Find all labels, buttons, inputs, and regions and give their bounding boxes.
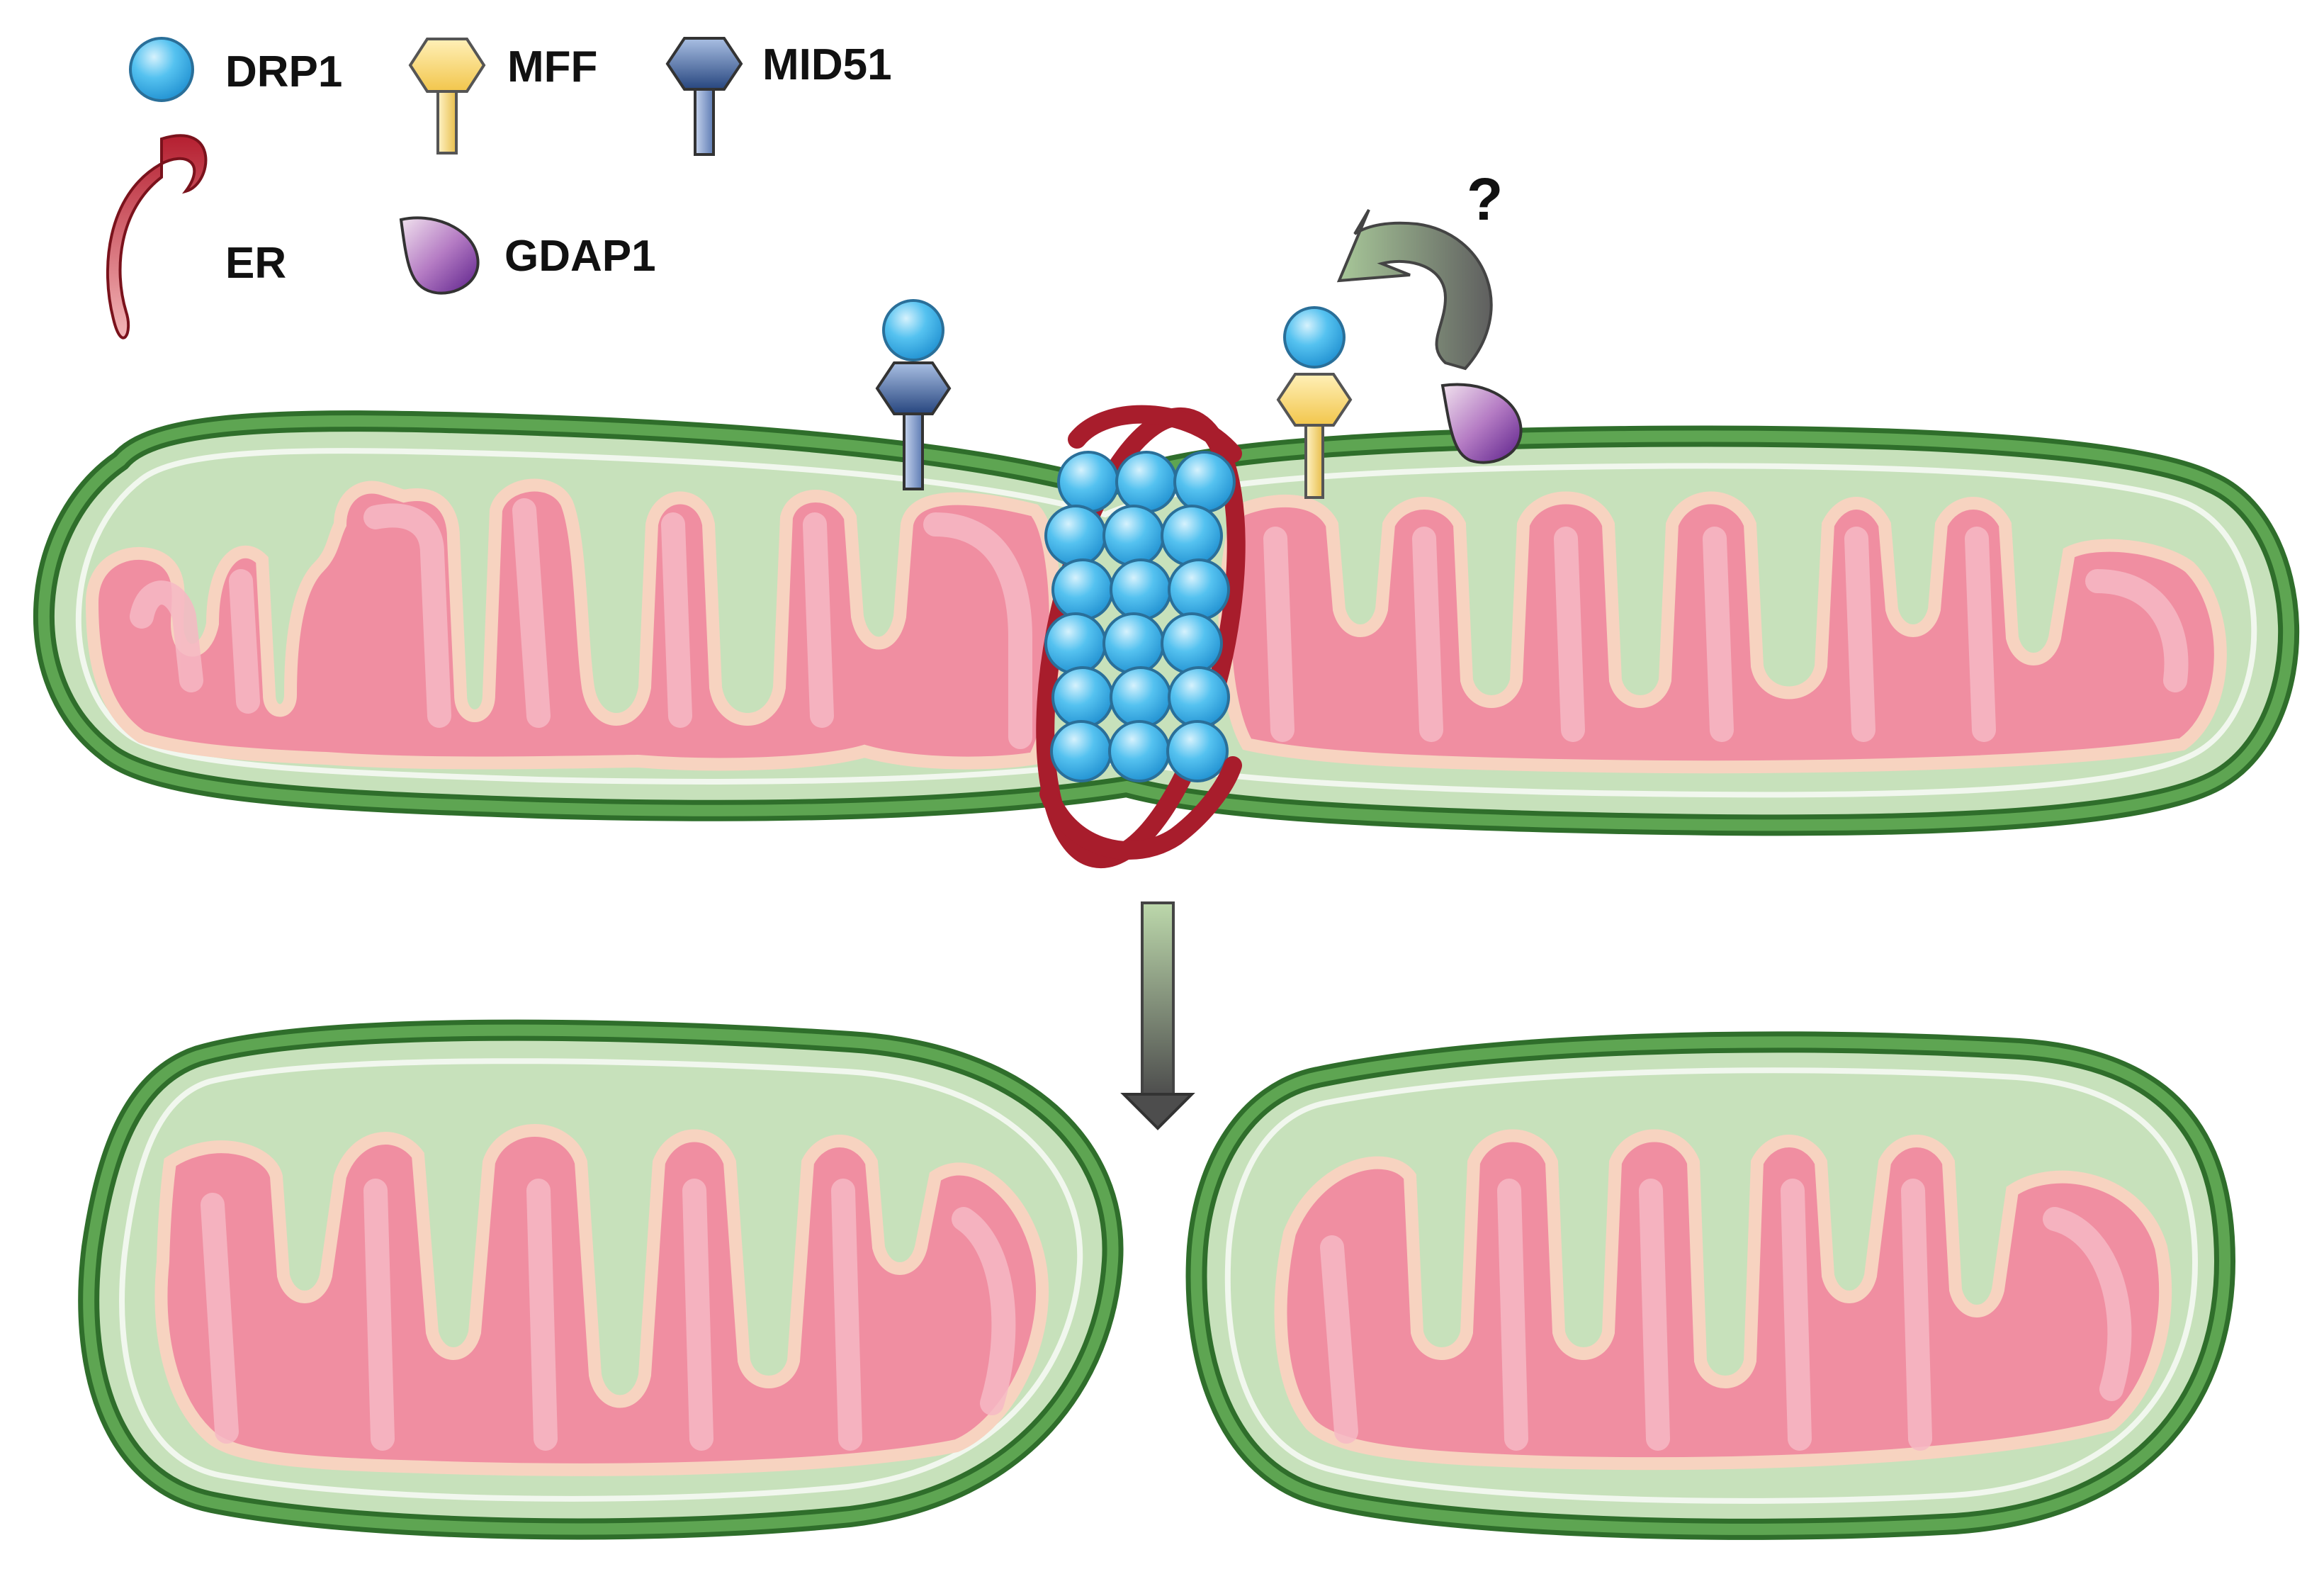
- drp1-oligomer: [1044, 451, 1236, 782]
- cristae-left: [130, 498, 1032, 749]
- drp1-oligomer-subunit: [1168, 558, 1230, 621]
- mff-receptor-stem: [1304, 422, 1324, 499]
- gdap1-icon: [399, 216, 480, 295]
- legend: DRP1 MFF MID51 ER GDAP1: [106, 37, 892, 339]
- constricting-mitochondrion: ?: [33, 166, 2300, 869]
- drp1-oligomer-subunit: [1044, 612, 1107, 675]
- drp1-oligomer-subunit: [1108, 720, 1171, 782]
- drp1-oligomer-subunit: [1168, 666, 1230, 729]
- mff-stem-icon: [436, 81, 458, 154]
- fission-arrow: [1120, 901, 1195, 1130]
- drp1-oligomer-subunit: [1051, 666, 1114, 729]
- drp1-oligomer-subunit: [1050, 720, 1112, 782]
- mff-bound-drp1: [1283, 306, 1346, 369]
- mff-receptor: [1276, 306, 1353, 499]
- drp1-oligomer-subunit: [1110, 558, 1172, 621]
- er-icon: [106, 134, 208, 339]
- daughter-mitochondrion-right: [1185, 1031, 2236, 1540]
- cristae-daughter-right: [1320, 1179, 2132, 1451]
- curved-arrow: [1336, 208, 1493, 371]
- fission-arrow-head: [1120, 1093, 1195, 1130]
- legend-mff-label: MFF: [507, 43, 597, 91]
- drp1-oligomer-subunit: [1044, 505, 1107, 567]
- cristae-right: [1263, 527, 2189, 742]
- cristae-daughter-left: [201, 1179, 1016, 1451]
- legend-drp1-label: DRP1: [225, 47, 342, 96]
- mff-icon: [408, 38, 486, 93]
- fission-arrow-shaft: [1141, 901, 1175, 1097]
- drp1-oligomer-subunit: [1161, 505, 1223, 567]
- er-ring-front-bottom: [1039, 756, 1242, 860]
- mid51-receptor-stem: [903, 410, 924, 490]
- mff-receptor-head: [1276, 373, 1353, 427]
- mid51-receptor: [875, 299, 952, 490]
- legend-drp1: DRP1: [129, 37, 342, 102]
- legend-mid51: MID51: [665, 37, 892, 156]
- legend-gdap1: GDAP1: [399, 216, 656, 295]
- drp1-oligomer-subunit: [1115, 451, 1178, 513]
- mid51-bound-drp1: [882, 299, 944, 361]
- drp1-oligomer-subunit: [1110, 666, 1172, 729]
- legend-gdap1-label: GDAP1: [504, 232, 656, 281]
- drp1-icon: [129, 37, 194, 102]
- mid51-receptor-head: [875, 361, 952, 415]
- gdap1-on-membrane: [1440, 383, 1523, 464]
- question-mark: ?: [1467, 166, 1503, 232]
- drp1-oligomer-subunit: [1102, 505, 1165, 567]
- drp1-oligomer-subunit: [1057, 451, 1119, 513]
- er-ring-front: [1068, 405, 1242, 463]
- daughter-mitochondrion-left: [78, 1019, 1124, 1540]
- legend-er-label: ER: [225, 239, 286, 288]
- legend-mid51-label: MID51: [762, 40, 892, 89]
- drp1-oligomer-subunit: [1051, 558, 1114, 621]
- drp1-oligomer-subunit: [1166, 720, 1229, 782]
- drp1-oligomer-subunit: [1161, 612, 1223, 675]
- drp1-oligomer-subunit: [1173, 451, 1236, 513]
- legend-er: ER: [106, 134, 286, 339]
- drp1-oligomer-subunit: [1102, 612, 1165, 675]
- legend-mff: MFF: [408, 38, 597, 154]
- mid51-stem-icon: [694, 82, 715, 156]
- mid51-icon: [665, 37, 743, 91]
